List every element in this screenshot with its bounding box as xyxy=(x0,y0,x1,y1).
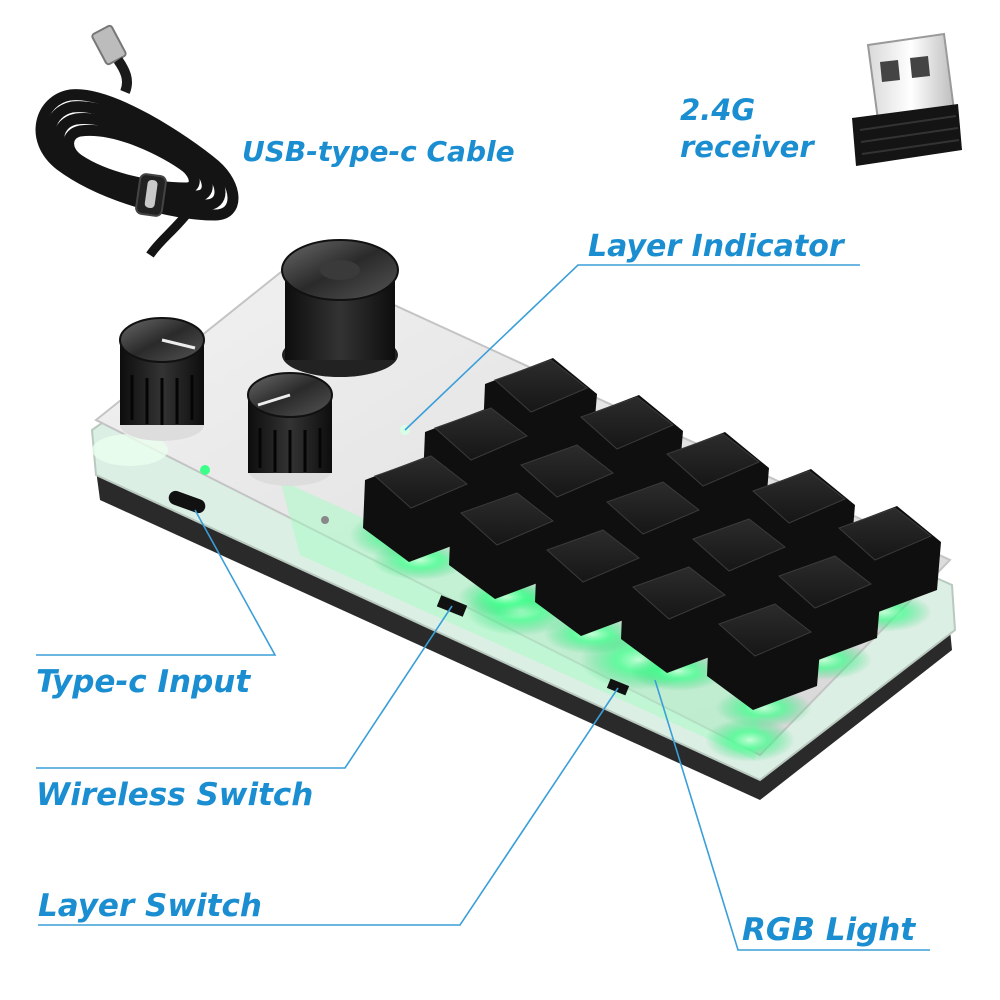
knob-large xyxy=(281,239,399,377)
callout-layer-switch xyxy=(38,687,619,926)
layer-switch-label: Layer Switch xyxy=(38,888,262,924)
callout-lines xyxy=(36,264,930,951)
callout-layer-indicator xyxy=(404,264,860,431)
receiver-label-line1: 2.4G xyxy=(680,93,756,127)
keycap xyxy=(449,491,563,617)
receiver-label-line2: receiver xyxy=(680,130,814,164)
callout-wireless-switch xyxy=(36,605,453,769)
rgb-light-label: RGB Light xyxy=(742,912,916,948)
type-c-input-label: Type-c Input xyxy=(36,664,251,700)
usb-cable-image xyxy=(35,24,239,258)
keycap xyxy=(363,454,477,580)
wireless-switch-label: Wireless Switch xyxy=(36,777,314,813)
keycap xyxy=(621,565,735,691)
keycap xyxy=(707,602,821,728)
keycap xyxy=(535,528,649,654)
knob-right xyxy=(247,372,333,486)
knob-left xyxy=(119,317,205,441)
layer-indicator-label: Layer Indicator xyxy=(588,229,844,264)
usb-type-c-cable-label: USB-type-c Cable xyxy=(242,135,515,168)
knobs xyxy=(119,239,399,486)
callout-typec-input xyxy=(36,509,277,656)
receiver-label: 2.4G receiver xyxy=(680,92,814,166)
callout-rgb-light xyxy=(654,679,930,951)
keycaps xyxy=(363,358,941,728)
receiver-dongle-image xyxy=(852,32,962,166)
